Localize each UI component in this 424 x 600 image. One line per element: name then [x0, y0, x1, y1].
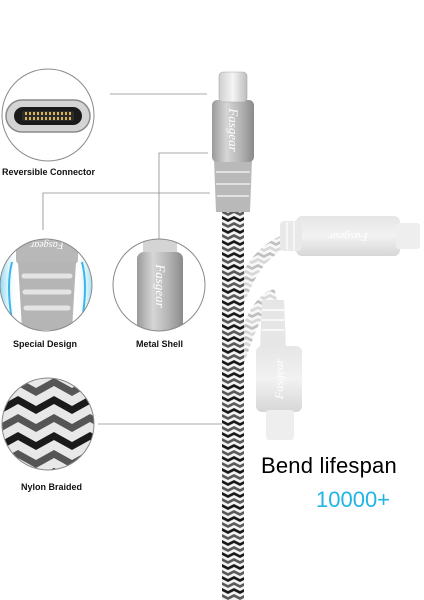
label-special-design: Special Design	[13, 339, 78, 349]
label-reversible-connector: Reversible Connector	[2, 167, 96, 177]
logo-special-design: Fasgear	[30, 239, 64, 250]
zoom-circle-special-design: Fasgear	[0, 239, 92, 331]
logo-faded-horizontal: Fasgear	[328, 230, 369, 244]
main-cable-braid	[222, 205, 244, 600]
metal-shell	[212, 100, 254, 162]
zoom-circle-braid	[2, 378, 94, 470]
main-cable: Fasgear	[212, 71, 254, 600]
logo-main: Fasgear	[226, 107, 241, 152]
zoom-circle-metal-shell: Fasgear	[113, 239, 205, 331]
usb-c-plug	[218, 71, 248, 103]
bend-lifespan-count: 10000+	[316, 487, 391, 512]
zoom-circle-connector	[2, 69, 94, 161]
leader-line-metal-shell	[158, 152, 208, 239]
leader-line-special-design	[42, 192, 210, 230]
strain-relief	[214, 160, 252, 212]
leader-lines	[42, 93, 222, 425]
logo-metal-shell: Fasgear	[153, 263, 168, 308]
label-metal-shell: Metal Shell	[136, 339, 184, 349]
bent-cable-faded: Fasgear Fasgear	[231, 216, 420, 440]
bend-lifespan-title: Bend lifespan	[261, 453, 397, 478]
logo-faded-vertical: Fasgear	[272, 359, 286, 400]
label-nylon-braided: Nylon Braided	[21, 482, 83, 492]
